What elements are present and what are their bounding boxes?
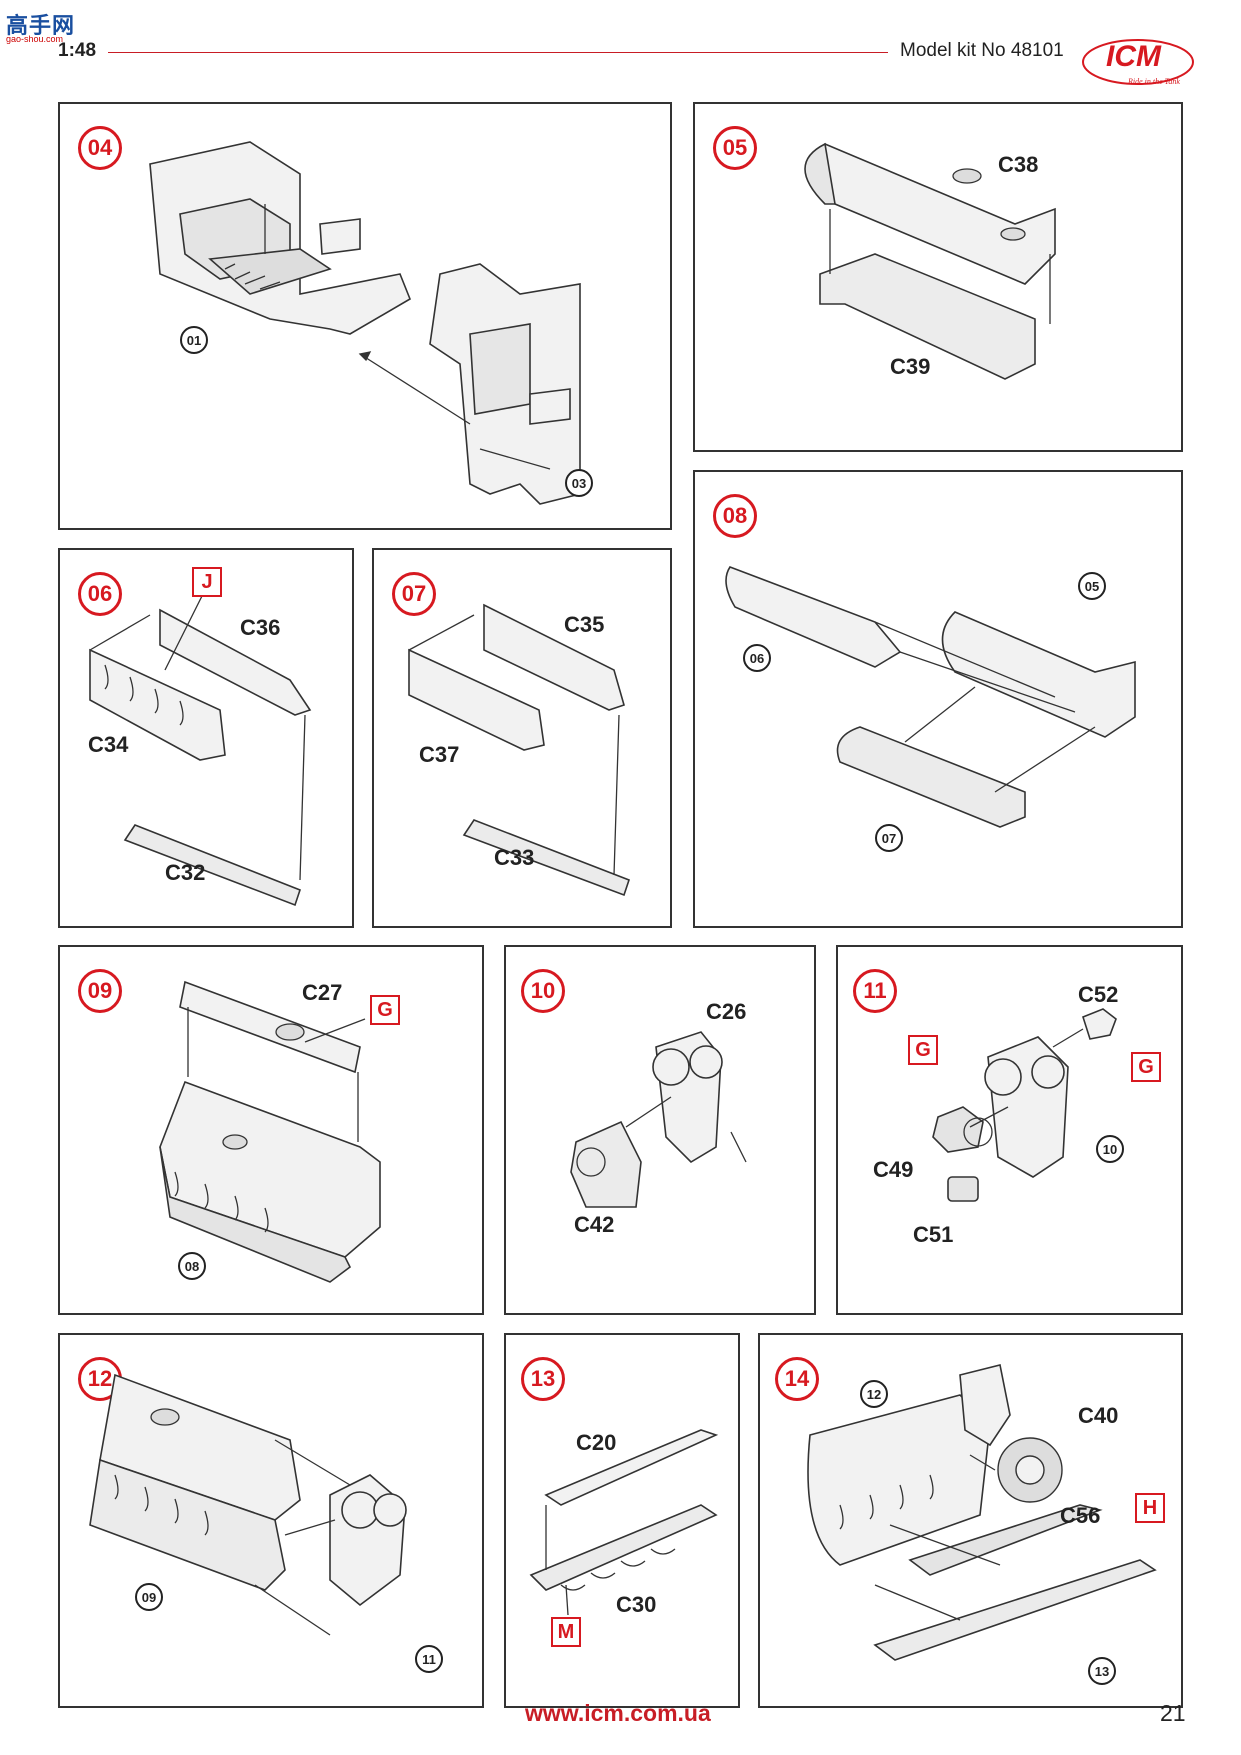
svg-text:ICM: ICM [1106,40,1162,73]
part-label: C36 [240,615,281,640]
step-number: 13 [521,1357,565,1401]
step-number: 04 [78,126,122,170]
part-ref-13: 13 [1088,1657,1116,1685]
part-label: C51 [913,1222,954,1247]
part-ref-10: 10 [1096,1135,1124,1163]
step-04-panel: 04 01 03 [58,102,672,530]
part-ref-08: 08 [178,1252,206,1280]
part-label: C39 [890,354,931,379]
gearbox-drawing [570,1031,747,1208]
paint-tag-g: G [1131,1052,1161,1082]
final-engine-drawing [807,1364,1157,1661]
part-ref-06: 06 [743,644,771,672]
step-number: 09 [78,969,122,1013]
part-label: C34 [88,732,129,757]
paint-tag-j: J [192,567,222,597]
part-label: C35 [564,612,605,637]
part-label: C40 [1078,1403,1119,1428]
part-label: C49 [873,1157,914,1182]
part-label: C32 [165,860,206,885]
paint-tag-h: H [1135,1493,1165,1523]
accessory-drawing [932,1008,1117,1202]
tank-assembly-drawing [804,142,1056,380]
step-number: 06 [78,572,122,616]
step-number: 07 [392,572,436,616]
scale-label: 1:48 [58,40,97,61]
page-number: 21 [1160,1700,1186,1726]
part-label: C56 [1060,1503,1101,1528]
page-header: 高手网 gao-shou.com 1:48 Model kit No 48101… [0,0,1241,100]
part-ref-12: 12 [860,1380,888,1408]
part-label: C37 [419,742,460,767]
panel-c37-drawing [408,603,631,897]
watermark-url: gao-shou.com [6,34,64,44]
step-10-panel: 10 C26 C42 [504,945,816,1315]
part-ref-09: 09 [135,1583,163,1611]
step-13-panel: 13 C20 C30 M [504,1333,740,1708]
part-label: C33 [494,845,535,870]
icm-logo: ICM Ride in the Tank [1082,39,1194,86]
watermark: 高手网 [6,13,76,38]
step-number: 05 [713,126,757,170]
step-09-panel: 09 C27 G 08 [58,945,484,1315]
part-label: C27 [302,980,343,1005]
oil-pan-drawing [529,1429,719,1616]
part-label: C38 [998,152,1039,177]
step-06-panel: 06 J C36 C34 C32 [58,548,354,928]
part-ref-01: 01 [180,326,208,354]
step-number: 11 [853,969,897,1013]
step-11-panel: 11 C52 G G 10 C49 C51 [836,945,1183,1315]
seat-assembly-drawing [149,141,581,505]
step-number: 14 [775,1357,819,1401]
step-14-panel: 14 12 C40 C56 H 13 [758,1333,1183,1708]
paint-tag-m: M [551,1617,581,1647]
manifold-c34-drawing [89,589,312,907]
part-label: C30 [616,1592,657,1617]
engine-top-drawing [159,980,381,1283]
website-link[interactable]: www.icm.com.ua [525,1700,711,1726]
part-ref-11: 11 [415,1645,443,1673]
part-ref-05: 05 [1078,572,1106,600]
svg-text:Ride in the Tank: Ride in the Tank [1127,77,1180,86]
step-number: 08 [713,494,757,538]
paint-tag-g: G [370,995,400,1025]
step-number: 10 [521,969,565,1013]
part-label: C52 [1078,982,1119,1007]
step-08-panel: 08 05 06 07 [693,470,1183,928]
step-07-panel: 07 C35 C37 C33 [372,548,672,928]
part-ref-03: 03 [565,469,593,497]
paint-tag-g: G [908,1035,938,1065]
step-12-panel: 12 09 11 [58,1333,484,1708]
step-05-panel: 05 C38 C39 [693,102,1183,452]
part-label: C26 [706,999,747,1024]
part-ref-07: 07 [875,824,903,852]
engine-gearbox-drawing [89,1373,407,1636]
part-label: C20 [576,1430,617,1455]
part-label: C42 [574,1212,615,1237]
engine-block-drawing [725,566,1136,828]
header-rule [108,52,888,53]
kit-number: Model kit No 48101 [900,40,1064,61]
